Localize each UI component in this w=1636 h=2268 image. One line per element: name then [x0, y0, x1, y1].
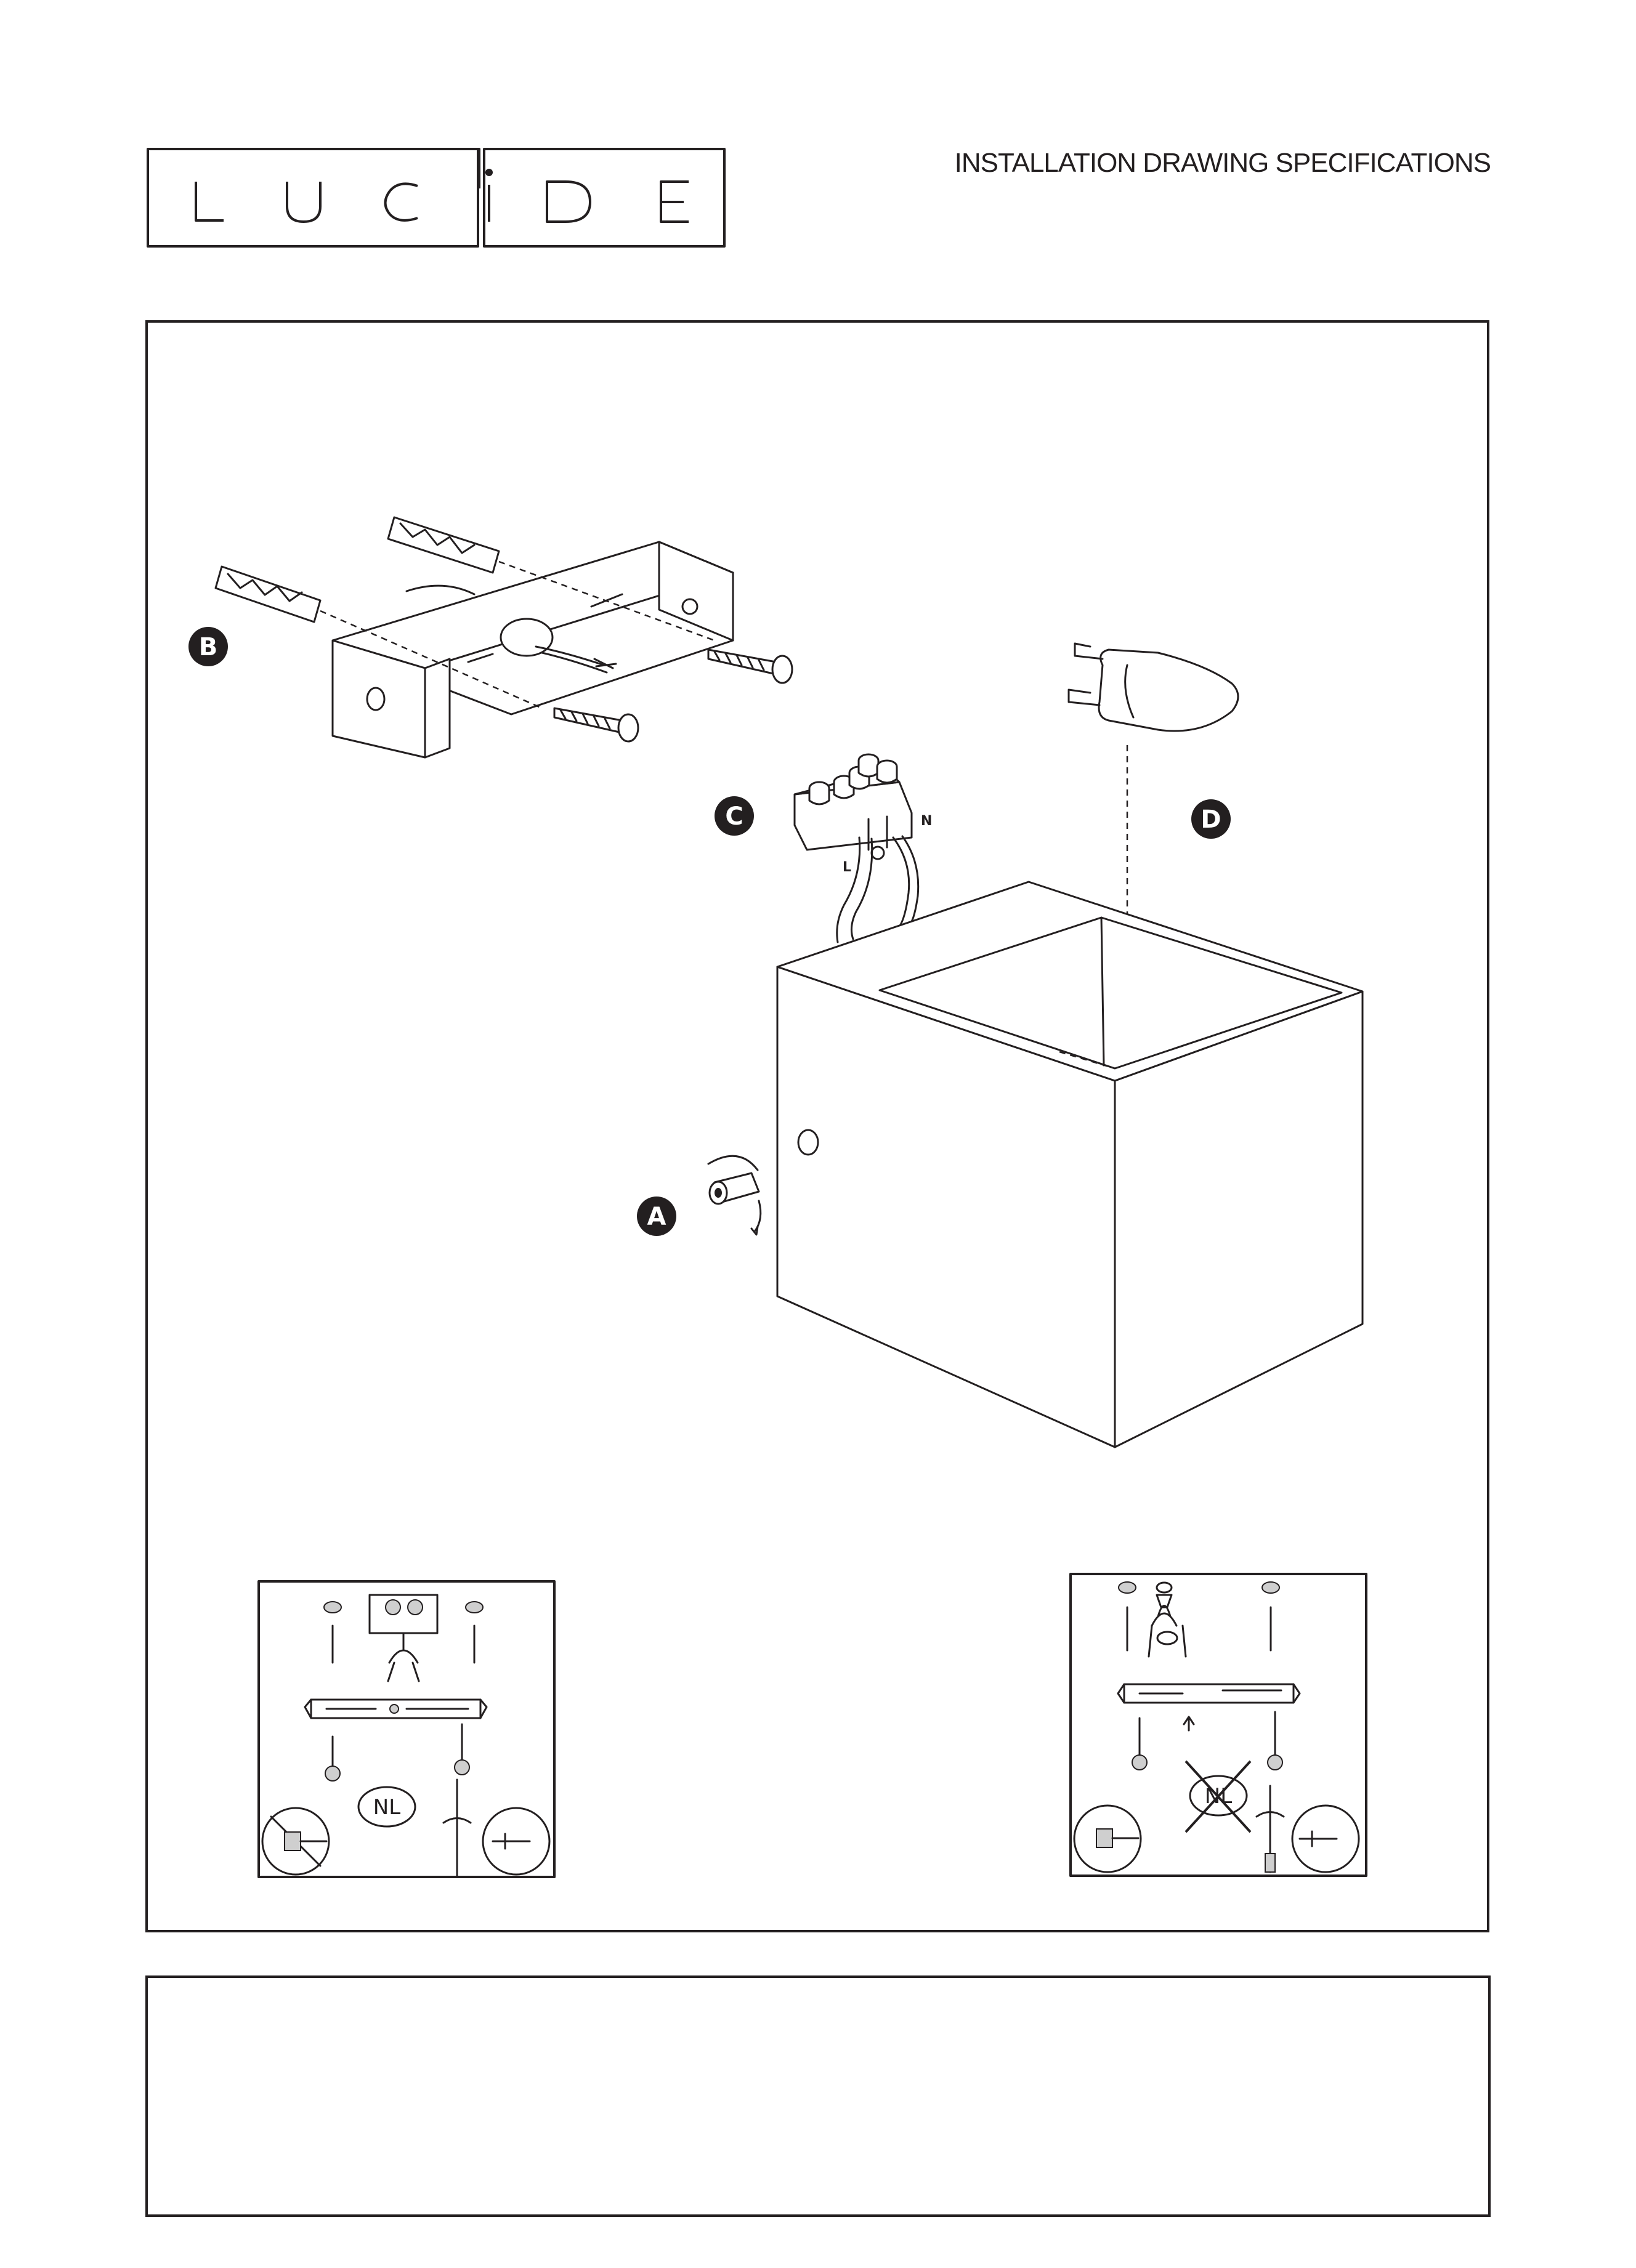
inset-mounting-left: NL: [257, 1580, 556, 1878]
wall-plug-lower: [214, 565, 322, 623]
nl-label-left: NL: [373, 1795, 400, 1820]
luminaire-cube: [776, 881, 1364, 1448]
mounting-bracket: [331, 541, 734, 759]
screw-lower: [553, 707, 639, 743]
badge-b-label: B: [199, 633, 218, 661]
document-title: INSTALLATION DRAWING SPECIFICATIONS: [954, 148, 1491, 178]
inset-mounting-right: NL: [1069, 1573, 1367, 1877]
terminal-neutral-label: N: [921, 813, 932, 829]
terminal-live-label: L: [843, 860, 851, 875]
badge-a-label: A: [647, 1203, 666, 1231]
badge-d-label: D: [1201, 805, 1221, 834]
set-screw: [707, 1155, 762, 1236]
main-drawing-panel: [145, 320, 1489, 1932]
badge-a: [637, 1197, 676, 1236]
terminal-block: [793, 753, 920, 943]
cross-icon: [1184, 1760, 1252, 1833]
nl-oval-right: [1189, 1775, 1248, 1817]
g9-bulb: [1067, 642, 1239, 732]
badge-c-label: C: [725, 802, 743, 831]
wall-plug-upper: [387, 516, 500, 574]
screw-upper: [707, 648, 793, 684]
notes-panel: [145, 1975, 1491, 2217]
nl-oval-left: [357, 1786, 416, 1828]
badge-c: [715, 796, 754, 836]
lucide-logo: [147, 148, 726, 248]
badge-b: [188, 627, 228, 666]
badge-d: [1191, 799, 1231, 839]
